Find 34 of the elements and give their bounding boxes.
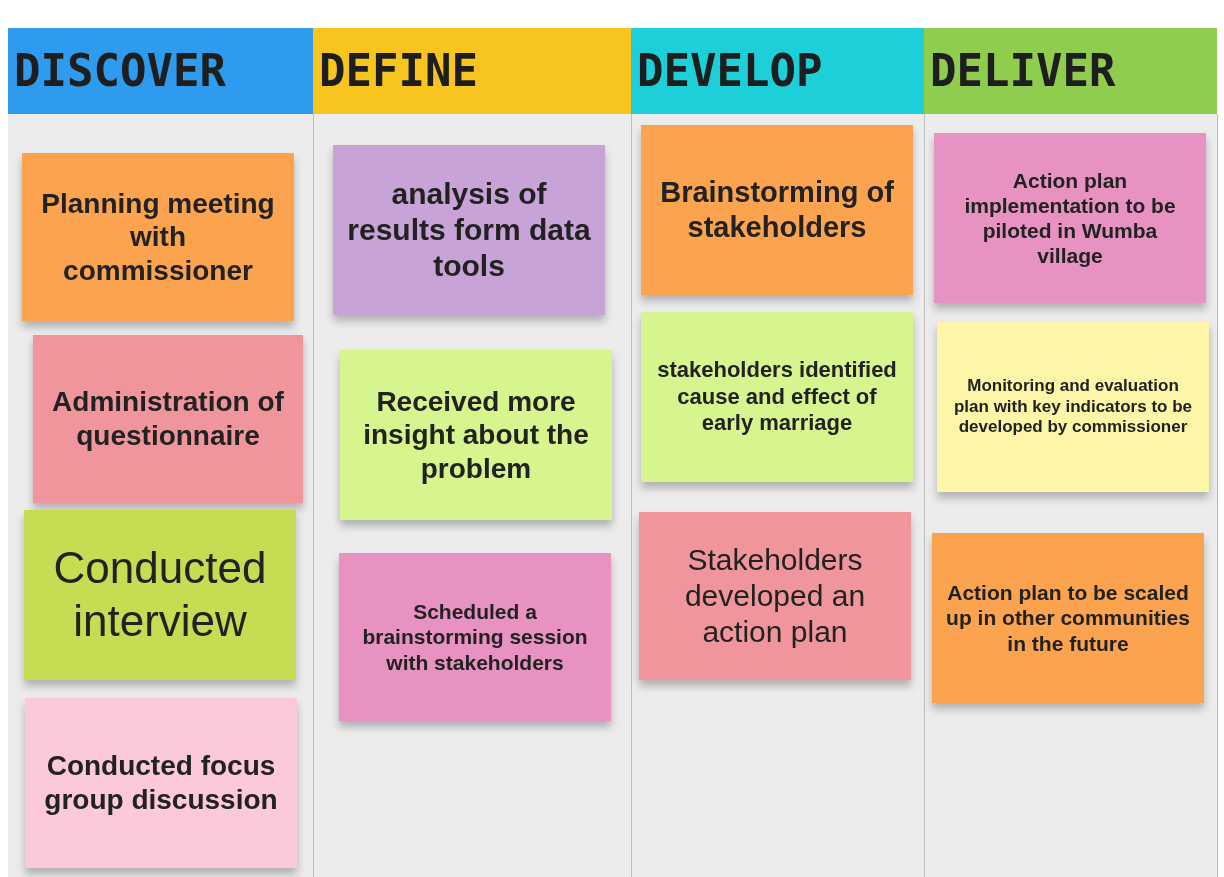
sticky-note xyxy=(937,322,1209,492)
sticky-note xyxy=(339,553,611,721)
column-header xyxy=(313,28,631,114)
sticky-note xyxy=(25,698,297,868)
sticky-note xyxy=(340,350,612,520)
note-text: Conducted interview xyxy=(52,542,268,647)
note-text: Scheduled a brainstorming session with stakeholders xyxy=(361,599,589,675)
sticky-note xyxy=(24,510,296,680)
sticky-note xyxy=(333,145,605,315)
note-text: analysis of results form data tools xyxy=(347,176,591,284)
column-title: DEVELOP xyxy=(637,49,823,93)
note-text: Administration of questionnaire xyxy=(51,385,285,453)
note-text: Action plan to be scaled up in other communities in the future xyxy=(946,580,1190,656)
column-title: DEFINE xyxy=(319,49,478,93)
sticky-note xyxy=(934,133,1206,303)
column-title: DELIVER xyxy=(930,49,1116,93)
sticky-note xyxy=(932,533,1204,703)
column-title: DISCOVER xyxy=(14,49,226,93)
note-text: Stakeholders developed an action plan xyxy=(683,542,867,650)
note-text: Received more insight about the problem xyxy=(362,384,590,486)
sticky-note xyxy=(33,335,303,503)
column-header xyxy=(8,28,313,114)
sticky-note xyxy=(639,512,911,680)
note-text: Conducted focus group discussion xyxy=(43,749,279,817)
note-text: Monitoring and evaluation plan with key indicators to be developed by commissioner xyxy=(952,376,1193,438)
sticky-note xyxy=(641,312,913,482)
note-text: Action plan implementation to be piloted in Wumba village xyxy=(963,167,1177,269)
column-header xyxy=(631,28,924,114)
column-header xyxy=(924,28,1217,114)
sticky-note xyxy=(22,153,294,321)
note-text: Planning meeting with commissioner xyxy=(40,186,276,288)
sticky-note xyxy=(641,125,913,295)
note-text: stakeholders identified cause and effect of early marriage xyxy=(656,357,898,437)
note-text: Brainstorming of stakeholders xyxy=(659,175,895,245)
